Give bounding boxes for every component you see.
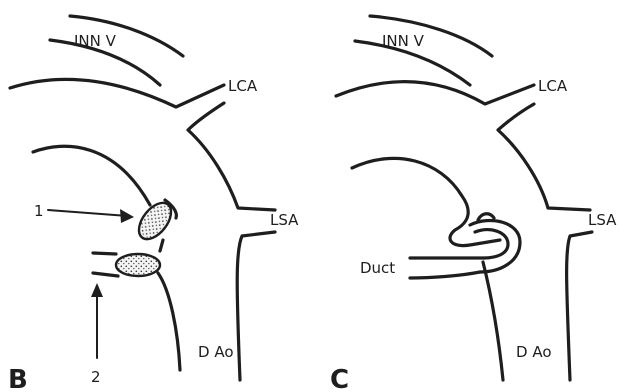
b-label-lsa: LSA	[270, 211, 299, 229]
c-duct-lower-wall	[410, 272, 480, 278]
b-lower-stippled-plug	[116, 254, 160, 276]
b-label-arrow-1: 1	[34, 202, 44, 220]
b-label-inn-v: INN V	[74, 32, 117, 50]
b-label-lca: LCA	[228, 77, 258, 95]
b-panel-letter: B	[8, 365, 28, 392]
b-arrow-1-head	[120, 209, 134, 223]
c-label-lsa: LSA	[588, 211, 617, 229]
b-daorta-right-wall	[237, 232, 275, 380]
b-arch-inner-wall	[33, 146, 150, 205]
c-duct-loop-outer	[470, 220, 520, 272]
c-arch-upper-wall	[336, 82, 534, 104]
c-label-d-ao: D Ao	[516, 343, 552, 361]
b-label-d-ao: D Ao	[198, 343, 234, 361]
c-daorta-right-wall	[567, 232, 592, 380]
c-daorta-left-wall	[483, 262, 503, 380]
c-label-duct: Duct	[360, 259, 395, 277]
b-stump-upper-wall	[93, 240, 163, 254]
b-arrow-2-head	[91, 283, 103, 297]
c-lca-right-wall	[498, 104, 590, 210]
b-arrow-1-shaft	[48, 210, 128, 216]
panel-c: INN V LCA LSA D Ao Duct C	[330, 16, 617, 392]
b-stump-lower-wall	[93, 273, 180, 370]
b-label-arrow-2: 2	[91, 368, 101, 386]
c-panel-letter: C	[330, 365, 349, 392]
panel-b: INN V LCA LSA D Ao 1 2 B	[8, 16, 299, 392]
b-arch-upper-wall	[10, 79, 224, 107]
b-lca-right-wall	[188, 103, 275, 210]
c-label-inn-v: INN V	[382, 32, 425, 50]
c-label-lca: LCA	[538, 77, 568, 95]
